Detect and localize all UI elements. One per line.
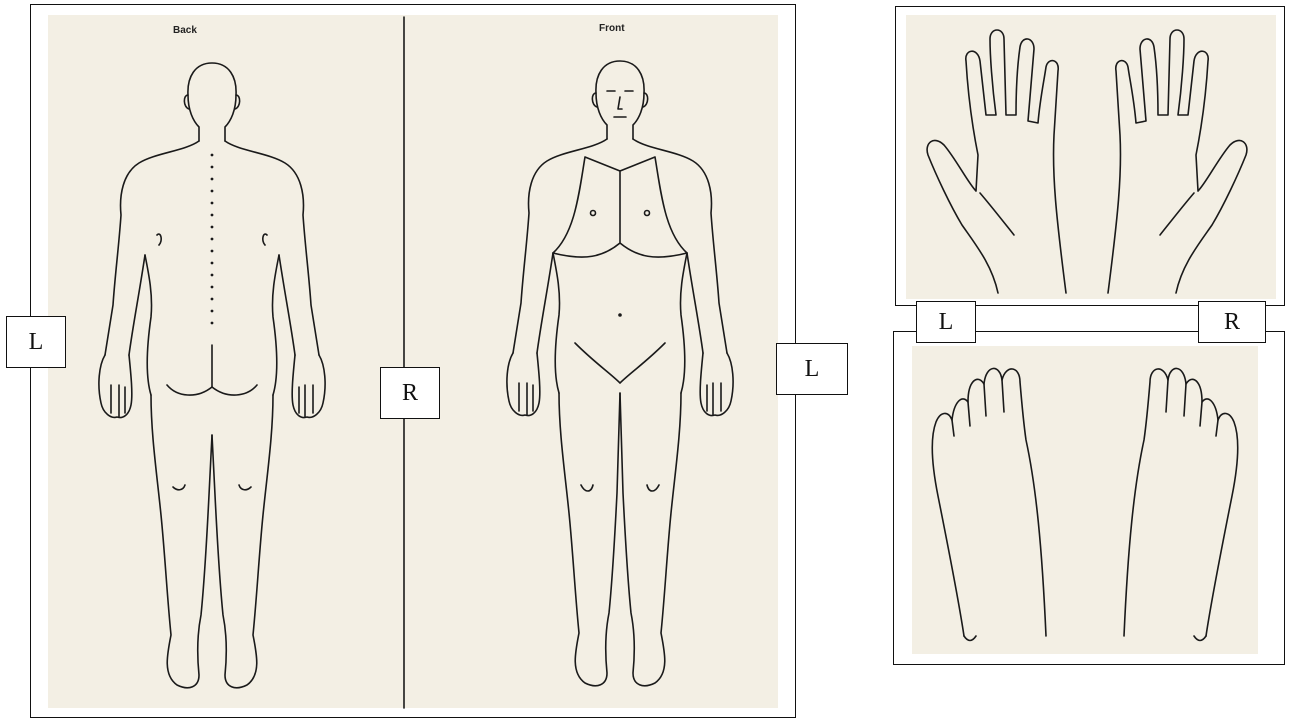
center-side-label: R (380, 367, 440, 419)
hands-figure (906, 15, 1276, 299)
extremities-left-label: L (916, 301, 976, 343)
feet-panel (893, 331, 1285, 665)
feet-figure (912, 346, 1258, 654)
hands-panel (895, 6, 1285, 306)
front-left-side-label: L (776, 343, 848, 395)
back-body-figure (67, 55, 357, 695)
body-chart-panel: Back Front (30, 4, 796, 718)
back-left-side-label: L (6, 316, 66, 368)
extremities-right-label: R (1198, 301, 1266, 343)
front-body-figure (475, 53, 765, 693)
